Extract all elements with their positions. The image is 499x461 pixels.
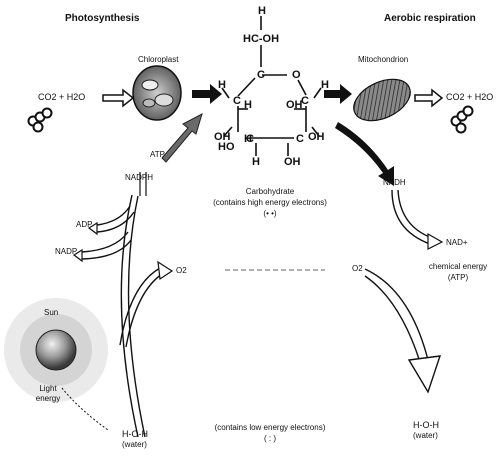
carbohydrate-symbol: (• •) [240, 209, 300, 219]
outline-arrow-to-chloroplast [103, 90, 133, 106]
atp-product-label: (ATP) [436, 273, 480, 283]
glucose-atom: HO [218, 141, 235, 153]
right-nadh-lines [392, 190, 432, 244]
low-energy-label: (contains low energy electrons) [190, 423, 350, 433]
glucose-atom: OH [286, 99, 303, 111]
glucose-atom: C [246, 133, 254, 145]
glucose-atom: H [218, 79, 226, 91]
glucose-ch2oh: HC-OH [243, 33, 279, 45]
glucose-atom: C [233, 95, 241, 107]
left-o2-arrowhead [158, 262, 172, 279]
chloroplast-label: Chloroplast [138, 55, 178, 65]
glucose-atom: H [244, 99, 252, 111]
glucose-atom: O [292, 69, 301, 81]
sun-label: Sun [44, 308, 58, 318]
left-water-sub: (water) [122, 440, 147, 450]
sun-icon [36, 330, 76, 370]
right-o2-label: O2 [352, 264, 363, 274]
right-o2-lines [365, 269, 428, 362]
low-energy-symbol: ( : ) [240, 434, 300, 444]
respiration-header: Aerobic respiration [384, 14, 476, 24]
glucose-atom: H [321, 79, 329, 91]
left-o2-arrow [120, 268, 162, 347]
glucose-to-nadh-arrow [335, 122, 394, 186]
left-water-label: H-O-H [122, 429, 148, 439]
light-energy-label: Light energy [30, 384, 66, 404]
carbohydrate-label: Carbohydrate [200, 187, 340, 197]
left-o2-label: O2 [176, 266, 187, 276]
chemical-energy-label: chemical energy [422, 262, 494, 272]
glucose-top-h: H [258, 5, 266, 17]
molecule-chain-left-icon [29, 109, 52, 132]
glucose-atom: OH [284, 156, 301, 168]
glucose-atom: C [257, 69, 265, 81]
nadp-label: NADP [55, 247, 77, 257]
reactants-label: CO2 + H2O [38, 92, 85, 102]
mitochondrion-label: Mitochondrion [358, 55, 408, 65]
products-label: CO2 + H2O [446, 92, 493, 102]
nadph-label: NADPH [125, 173, 153, 183]
atp-arrow-to-glucose [162, 114, 202, 162]
right-water-arrowhead [409, 356, 440, 392]
nad-label: NAD+ [446, 238, 468, 248]
right-water-label: H-O-H [413, 420, 439, 430]
carbohydrate-sub: (contains high energy electrons) [190, 198, 350, 208]
photosynthesis-header: Photosynthesis [65, 14, 139, 24]
outline-arrow-from-mitochondrion [415, 90, 442, 106]
glucose-atom: OH [308, 131, 325, 143]
molecule-chain-right-icon [452, 107, 473, 133]
glucose-atom: C [296, 133, 304, 145]
mitochondrion-icon [347, 71, 417, 129]
adp-label: ADP [76, 220, 92, 230]
left-supply-lines [82, 172, 146, 437]
atp-label: ATP [150, 150, 165, 160]
right-water-sub: (water) [413, 431, 438, 441]
nadh-label: NADH [383, 178, 406, 188]
nad-arrowhead [428, 234, 442, 249]
chloroplast-icon [133, 66, 181, 120]
glucose-atom: H [252, 156, 260, 168]
